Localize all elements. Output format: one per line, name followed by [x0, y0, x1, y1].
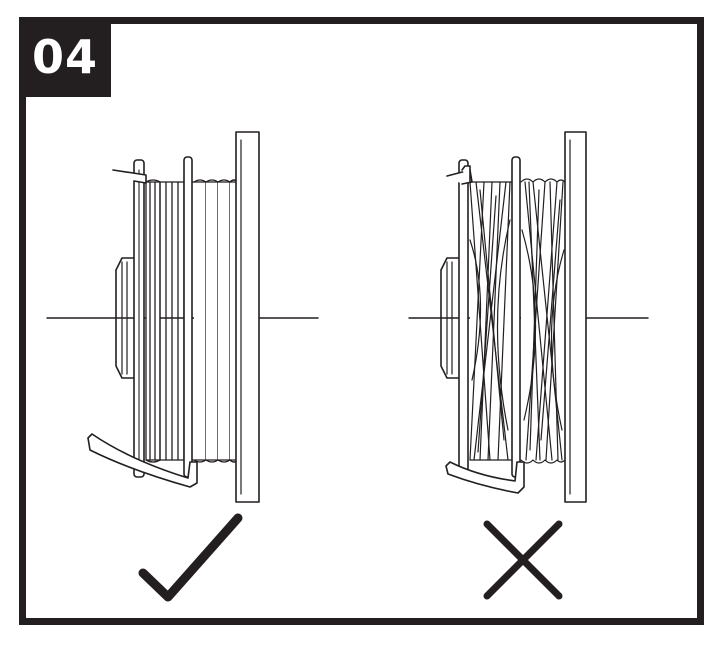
left-flange	[458, 159, 469, 478]
spool-incorrect-winding	[408, 131, 649, 503]
instruction-frame	[19, 17, 704, 625]
middle-divider	[183, 156, 193, 478]
step-number-badge: 04	[19, 17, 111, 97]
spool-correct-winding	[46, 131, 319, 503]
middle-divider	[511, 156, 521, 478]
right-flange	[235, 131, 260, 503]
tangled-line-coils	[469, 181, 513, 461]
line-end-bottom	[445, 461, 525, 494]
spool-hub	[115, 257, 136, 379]
line-end-top	[112, 169, 147, 184]
right-flange	[564, 131, 587, 503]
spool-hub	[440, 257, 461, 379]
tangled-line-coils	[520, 178, 566, 464]
checkmark-icon	[138, 513, 243, 602]
cross-icon	[483, 520, 563, 600]
line-end-bottom	[87, 433, 198, 488]
